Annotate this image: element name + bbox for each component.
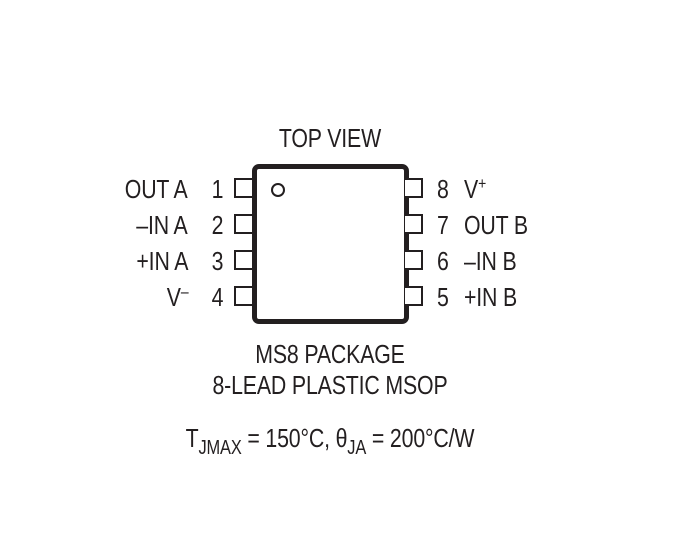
pin-2-label: –IN A — [136, 210, 188, 240]
pin-4-number: 4 — [211, 282, 223, 312]
diagram-title: TOP VIEW — [278, 123, 382, 153]
pin-6-number: 6 — [437, 246, 449, 276]
pin-7-number: 7 — [437, 210, 449, 240]
pin-1-label: OUT A — [125, 174, 188, 204]
pin-5-label: +IN B — [464, 282, 518, 312]
pin-3-number: 3 — [211, 246, 223, 276]
pin-5-pad — [405, 286, 423, 306]
pin-8-number: 8 — [437, 174, 449, 204]
pin-2-number: 2 — [211, 210, 223, 240]
pin1-indicator-icon — [271, 183, 285, 197]
pin-1-number: 1 — [211, 174, 223, 204]
pin-6-pad — [405, 250, 423, 270]
pin-1-pad — [234, 178, 252, 198]
pin-3-label: +IN A — [136, 246, 188, 276]
pin-6-label: –IN B — [464, 246, 517, 276]
pin-8-pad — [405, 178, 423, 198]
pin-7-pad — [405, 214, 423, 234]
pin-4-pad — [234, 286, 252, 306]
pin-4-label: V– — [166, 282, 188, 312]
pin-5-number: 5 — [437, 282, 449, 312]
pin-8-label: V+ — [464, 174, 487, 204]
package-description: 8-LEAD PLASTIC MSOP — [212, 370, 448, 400]
thermal-spec: TJMAX = 150°C, θJA = 200°C/W — [185, 423, 475, 459]
pin-7-label: OUT B — [464, 210, 528, 240]
package-body — [252, 164, 409, 324]
package-name: MS8 PACKAGE — [255, 339, 405, 369]
pin-2-pad — [234, 214, 252, 234]
pin-3-pad — [234, 250, 252, 270]
